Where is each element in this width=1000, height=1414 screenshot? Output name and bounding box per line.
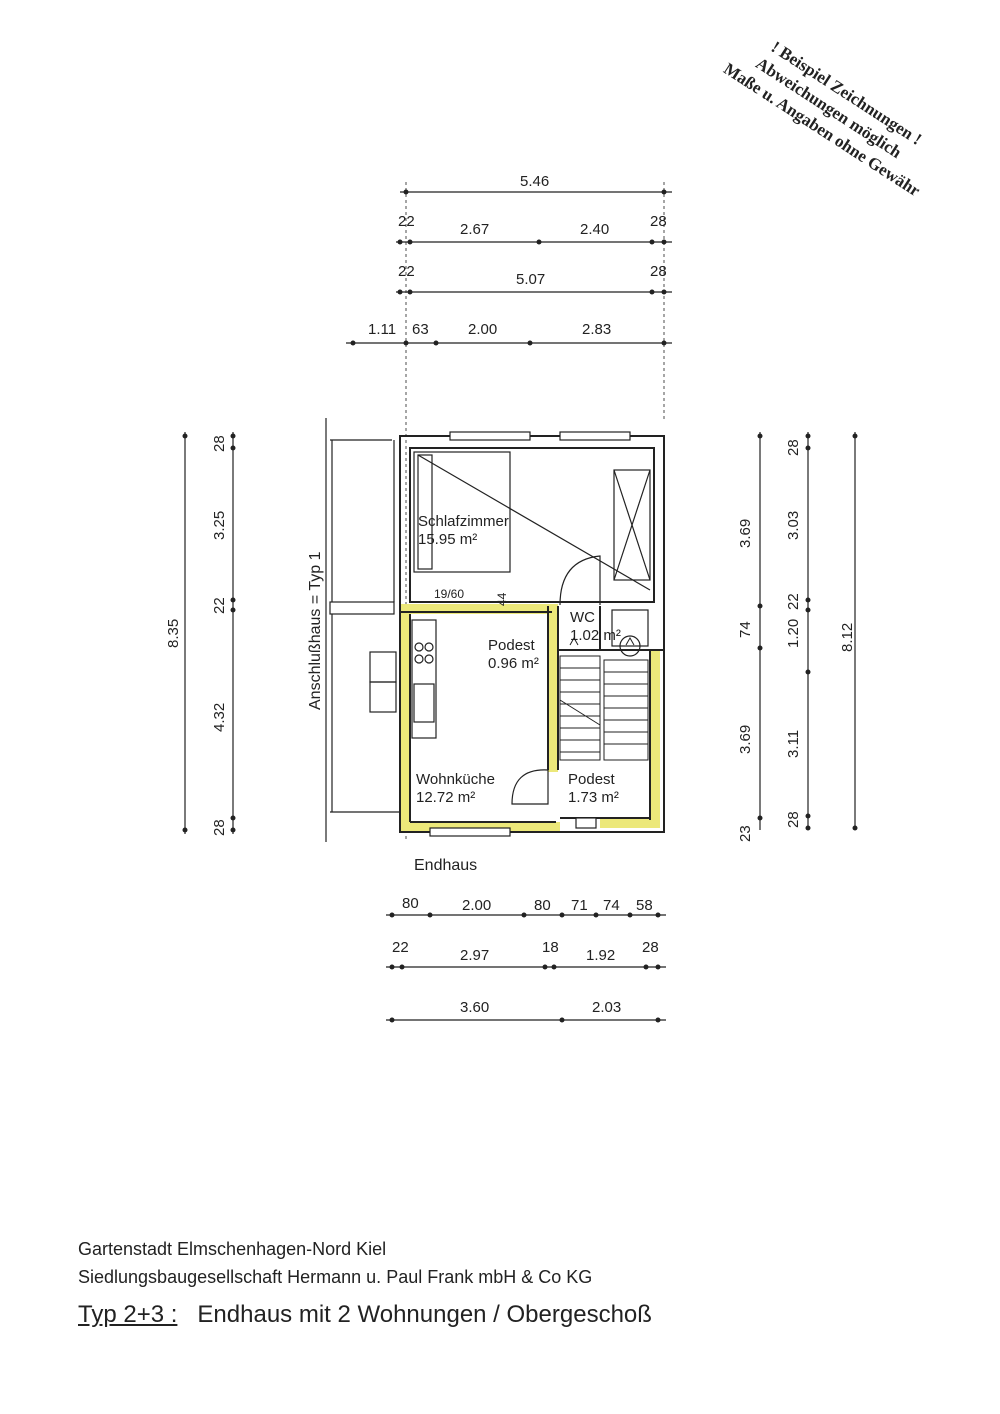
footer-type: Typ 2+3 : bbox=[78, 1301, 178, 1328]
bottom-dimension-ticks bbox=[389, 912, 661, 1023]
top-dimension-ticks bbox=[350, 189, 667, 346]
dim-3-69-a: 3.69 bbox=[737, 519, 754, 548]
top-dimension-labels: 5.46 22 2.67 2.40 28 22 5.07 28 1.11 63 … bbox=[368, 173, 667, 338]
bedroom-furniture bbox=[413, 451, 651, 606]
dim-28-a: 28 bbox=[650, 213, 667, 230]
footer-company: Siedlungsbaugesellschaft Hermann u. Paul… bbox=[78, 1267, 593, 1287]
room-schlafzimmer-area: 15.95 m² bbox=[418, 531, 477, 548]
neighbor-house-label: Anschlußhaus = Typ 1 bbox=[307, 551, 324, 710]
door-size-label: 19/60 bbox=[434, 587, 464, 601]
dim-58: 58 bbox=[636, 897, 653, 914]
footer-description: Endhaus mit 2 Wohnungen / Obergeschoß bbox=[197, 1301, 652, 1328]
right-dimension-lines bbox=[759, 432, 856, 830]
dim-80-b: 80 bbox=[534, 897, 551, 914]
dim-8-35: 8.35 bbox=[165, 619, 182, 648]
dim-5-07: 5.07 bbox=[516, 271, 545, 288]
small-dim-label: 44 bbox=[495, 592, 509, 606]
room-wohnkueche-area: 12.72 m² bbox=[416, 789, 475, 806]
dim-2-00-b: 2.00 bbox=[462, 897, 491, 914]
top-dimension-lines bbox=[346, 182, 672, 840]
left-dimension-lines bbox=[184, 432, 234, 834]
footer-title: Typ 2+3 : Endhaus mit 2 Wohnungen / Ober… bbox=[78, 1301, 652, 1329]
dim-28-b: 28 bbox=[650, 263, 667, 280]
stairs bbox=[559, 636, 649, 761]
footer-project: Gartenstadt Elmschenhagen-Nord Kiel bbox=[78, 1239, 387, 1259]
room-labels: Schlafzimmer 15.95 m² Podest 0.96 m² WC … bbox=[416, 513, 621, 806]
right-dimension-ticks bbox=[757, 433, 858, 831]
wc-fixtures bbox=[611, 609, 649, 657]
dim-80-a: 80 bbox=[402, 895, 419, 912]
dim-74: 74 bbox=[737, 621, 754, 638]
dim-71: 71 bbox=[571, 897, 588, 914]
dim-22-r: 22 bbox=[785, 593, 802, 610]
apartment-highlight bbox=[400, 604, 660, 832]
dim-22-a: 22 bbox=[398, 213, 415, 230]
title-block: Gartenstadt Elmschenhagen-Nord Kiel Sied… bbox=[78, 1235, 652, 1329]
dim-63: 63 bbox=[412, 321, 429, 338]
left-dimension-labels: 8.35 28 3.25 22 4.32 28 bbox=[165, 435, 228, 836]
dim-1-20: 1.20 bbox=[785, 619, 802, 648]
dim-74-b: 74 bbox=[603, 897, 620, 914]
dim-2-00: 2.00 bbox=[468, 321, 497, 338]
dim-8-12: 8.12 bbox=[839, 623, 856, 652]
dim-22-bot: 22 bbox=[392, 939, 409, 956]
dim-1-11: 1.11 bbox=[368, 321, 396, 338]
room-wc-name: WC bbox=[570, 609, 595, 626]
bottom-dimension-lines bbox=[386, 914, 666, 1021]
dim-3-25: 3.25 bbox=[211, 511, 228, 540]
room-wohnkueche-name: Wohnküche bbox=[416, 771, 495, 788]
disclaimer-stamp: ! Beispiel Zeichnungen ! Abweichungen mö… bbox=[720, 37, 925, 200]
dim-28-l2: 28 bbox=[211, 819, 228, 836]
misc-labels: 19/60 44 Anschlußhaus = Typ 1 Endhaus bbox=[307, 551, 509, 874]
neighbor-house bbox=[325, 418, 400, 842]
dim-4-32: 4.32 bbox=[211, 703, 228, 732]
bottom-dimension-labels: 80 2.00 80 71 74 58 22 2.97 18 1.92 28 3… bbox=[392, 895, 659, 1016]
room-podest2-area: 1.73 m² bbox=[568, 789, 619, 806]
dim-22-l: 22 bbox=[211, 597, 228, 614]
room-wc-area: 1.02 m² bbox=[570, 627, 621, 644]
dim-3-03: 3.03 bbox=[785, 511, 802, 540]
room-podest1-name: Podest bbox=[488, 637, 536, 654]
dim-28-bot: 28 bbox=[642, 939, 659, 956]
dim-3-60: 3.60 bbox=[460, 999, 489, 1016]
left-dimension-ticks bbox=[182, 433, 236, 833]
dim-5-46: 5.46 bbox=[520, 173, 549, 190]
dim-2-40: 2.40 bbox=[580, 221, 609, 238]
room-schlafzimmer-name: Schlafzimmer bbox=[418, 513, 509, 530]
dim-22-b: 22 bbox=[398, 263, 415, 280]
dim-2-97: 2.97 bbox=[460, 947, 489, 964]
dim-28-r1: 28 bbox=[785, 439, 802, 456]
dim-1-92: 1.92 bbox=[586, 947, 615, 964]
endhaus-label: Endhaus bbox=[414, 857, 477, 874]
dim-3-11: 3.11 bbox=[785, 730, 802, 758]
dim-2-67: 2.67 bbox=[460, 221, 489, 238]
main-walls bbox=[399, 435, 665, 833]
dim-2-83: 2.83 bbox=[582, 321, 611, 338]
room-podest1-area: 0.96 m² bbox=[488, 655, 539, 672]
dim-18: 18 bbox=[542, 939, 559, 956]
dim-2-03: 2.03 bbox=[592, 999, 621, 1016]
dim-23: 23 bbox=[737, 825, 754, 842]
dim-28-l1: 28 bbox=[211, 435, 228, 452]
room-podest2-name: Podest bbox=[568, 771, 616, 788]
kitchen-units bbox=[411, 619, 549, 805]
dim-3-69-b: 3.69 bbox=[737, 725, 754, 754]
right-dimension-labels: 3.69 74 3.69 23 28 3.03 22 1.20 3.11 28 … bbox=[737, 439, 856, 842]
dim-28-r2: 28 bbox=[785, 811, 802, 828]
windows bbox=[429, 431, 631, 837]
